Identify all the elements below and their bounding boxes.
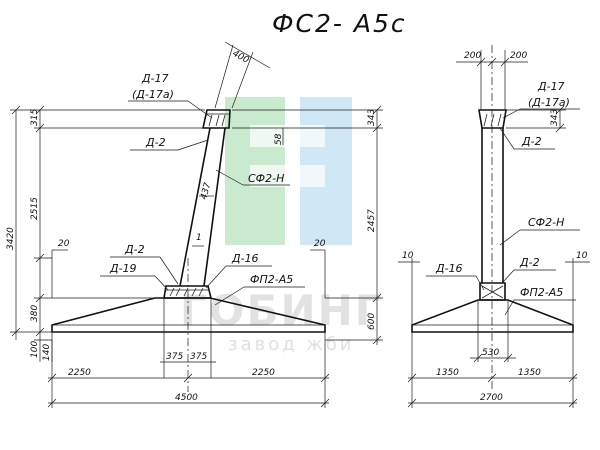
- left-view: 400 3420 2515 315 380 100 140 20 20: [6, 41, 383, 408]
- dim-1350-right: 1350: [518, 368, 541, 378]
- dim-600: 600: [367, 313, 377, 330]
- label-sf2n-left: СФ2-Н: [248, 172, 284, 185]
- label-d17a-left: (Д-17а): [132, 88, 174, 101]
- dim-2515: 2515: [30, 197, 40, 220]
- dim-343-right: 343: [550, 109, 560, 126]
- dim-530: 530: [482, 348, 499, 358]
- right-foundation-slab: [411, 299, 574, 333]
- dim-200-right: 200: [510, 51, 527, 61]
- watermark-subtitle: завод жби: [228, 334, 354, 355]
- dim-1: 1: [196, 233, 202, 243]
- watermark: ГОБИНГ завод жби: [180, 97, 384, 355]
- label-d17a-right: (Д-17а): [528, 96, 570, 109]
- dim-10-left: 10: [402, 251, 414, 261]
- dim-400: 400: [231, 49, 251, 66]
- left-post-edge-b: [203, 127, 226, 287]
- dim-2457-left: 2457: [367, 209, 377, 232]
- left-post-head: [202, 109, 231, 129]
- dim-10-right: 10: [576, 251, 588, 261]
- dim-2700: 2700: [480, 393, 503, 403]
- dim-343-left: 343: [367, 109, 377, 126]
- watermark-brand: ГОБИНГ: [180, 286, 384, 335]
- dim-140: 140: [42, 344, 52, 361]
- dim-315: 315: [30, 109, 40, 126]
- dim-3420: 3420: [6, 227, 16, 250]
- dim-437: 437: [199, 181, 213, 200]
- dim-200-left: 200: [464, 51, 481, 61]
- dim-20-left: 20: [58, 239, 70, 249]
- left-post-edge-a: [179, 127, 211, 287]
- left-pedestal-hatching: [169, 287, 204, 297]
- dim-2250-right: 2250: [252, 368, 275, 378]
- dim-100: 100: [30, 341, 40, 358]
- dim-20-right: 20: [314, 239, 326, 249]
- dim-375-right: 375: [190, 352, 207, 362]
- label-d16-left: Д-16: [231, 252, 259, 265]
- right-view: 200 200 343 10 10: [398, 45, 590, 408]
- dim-2250-left: 2250: [68, 368, 91, 378]
- dim-375-left: 375: [166, 352, 183, 362]
- label-d17-left: Д-17: [141, 72, 169, 85]
- dim-4500: 4500: [175, 393, 198, 403]
- label-fp2a5-left: ФП2-А5: [250, 273, 293, 286]
- dim-58: 58: [274, 133, 284, 145]
- label-d2-top-right: Д-2: [521, 135, 542, 148]
- label-d17-right: Д-17: [537, 80, 565, 93]
- label-d16-right: Д-16: [435, 262, 463, 275]
- label-d2-low-left: Д-2: [124, 243, 145, 256]
- dim-380: 380: [30, 305, 40, 322]
- dim-1350-left: 1350: [436, 368, 459, 378]
- label-d19-left: Д-19: [109, 262, 137, 275]
- drawing-title: ФС2- А5с: [272, 9, 407, 38]
- label-d2-top-left: Д-2: [145, 136, 166, 149]
- label-sf2n-right: СФ2-Н: [528, 216, 564, 229]
- label-fp2a5-right: ФП2-А5: [520, 286, 563, 299]
- label-d2-low-right: Д-2: [519, 256, 540, 269]
